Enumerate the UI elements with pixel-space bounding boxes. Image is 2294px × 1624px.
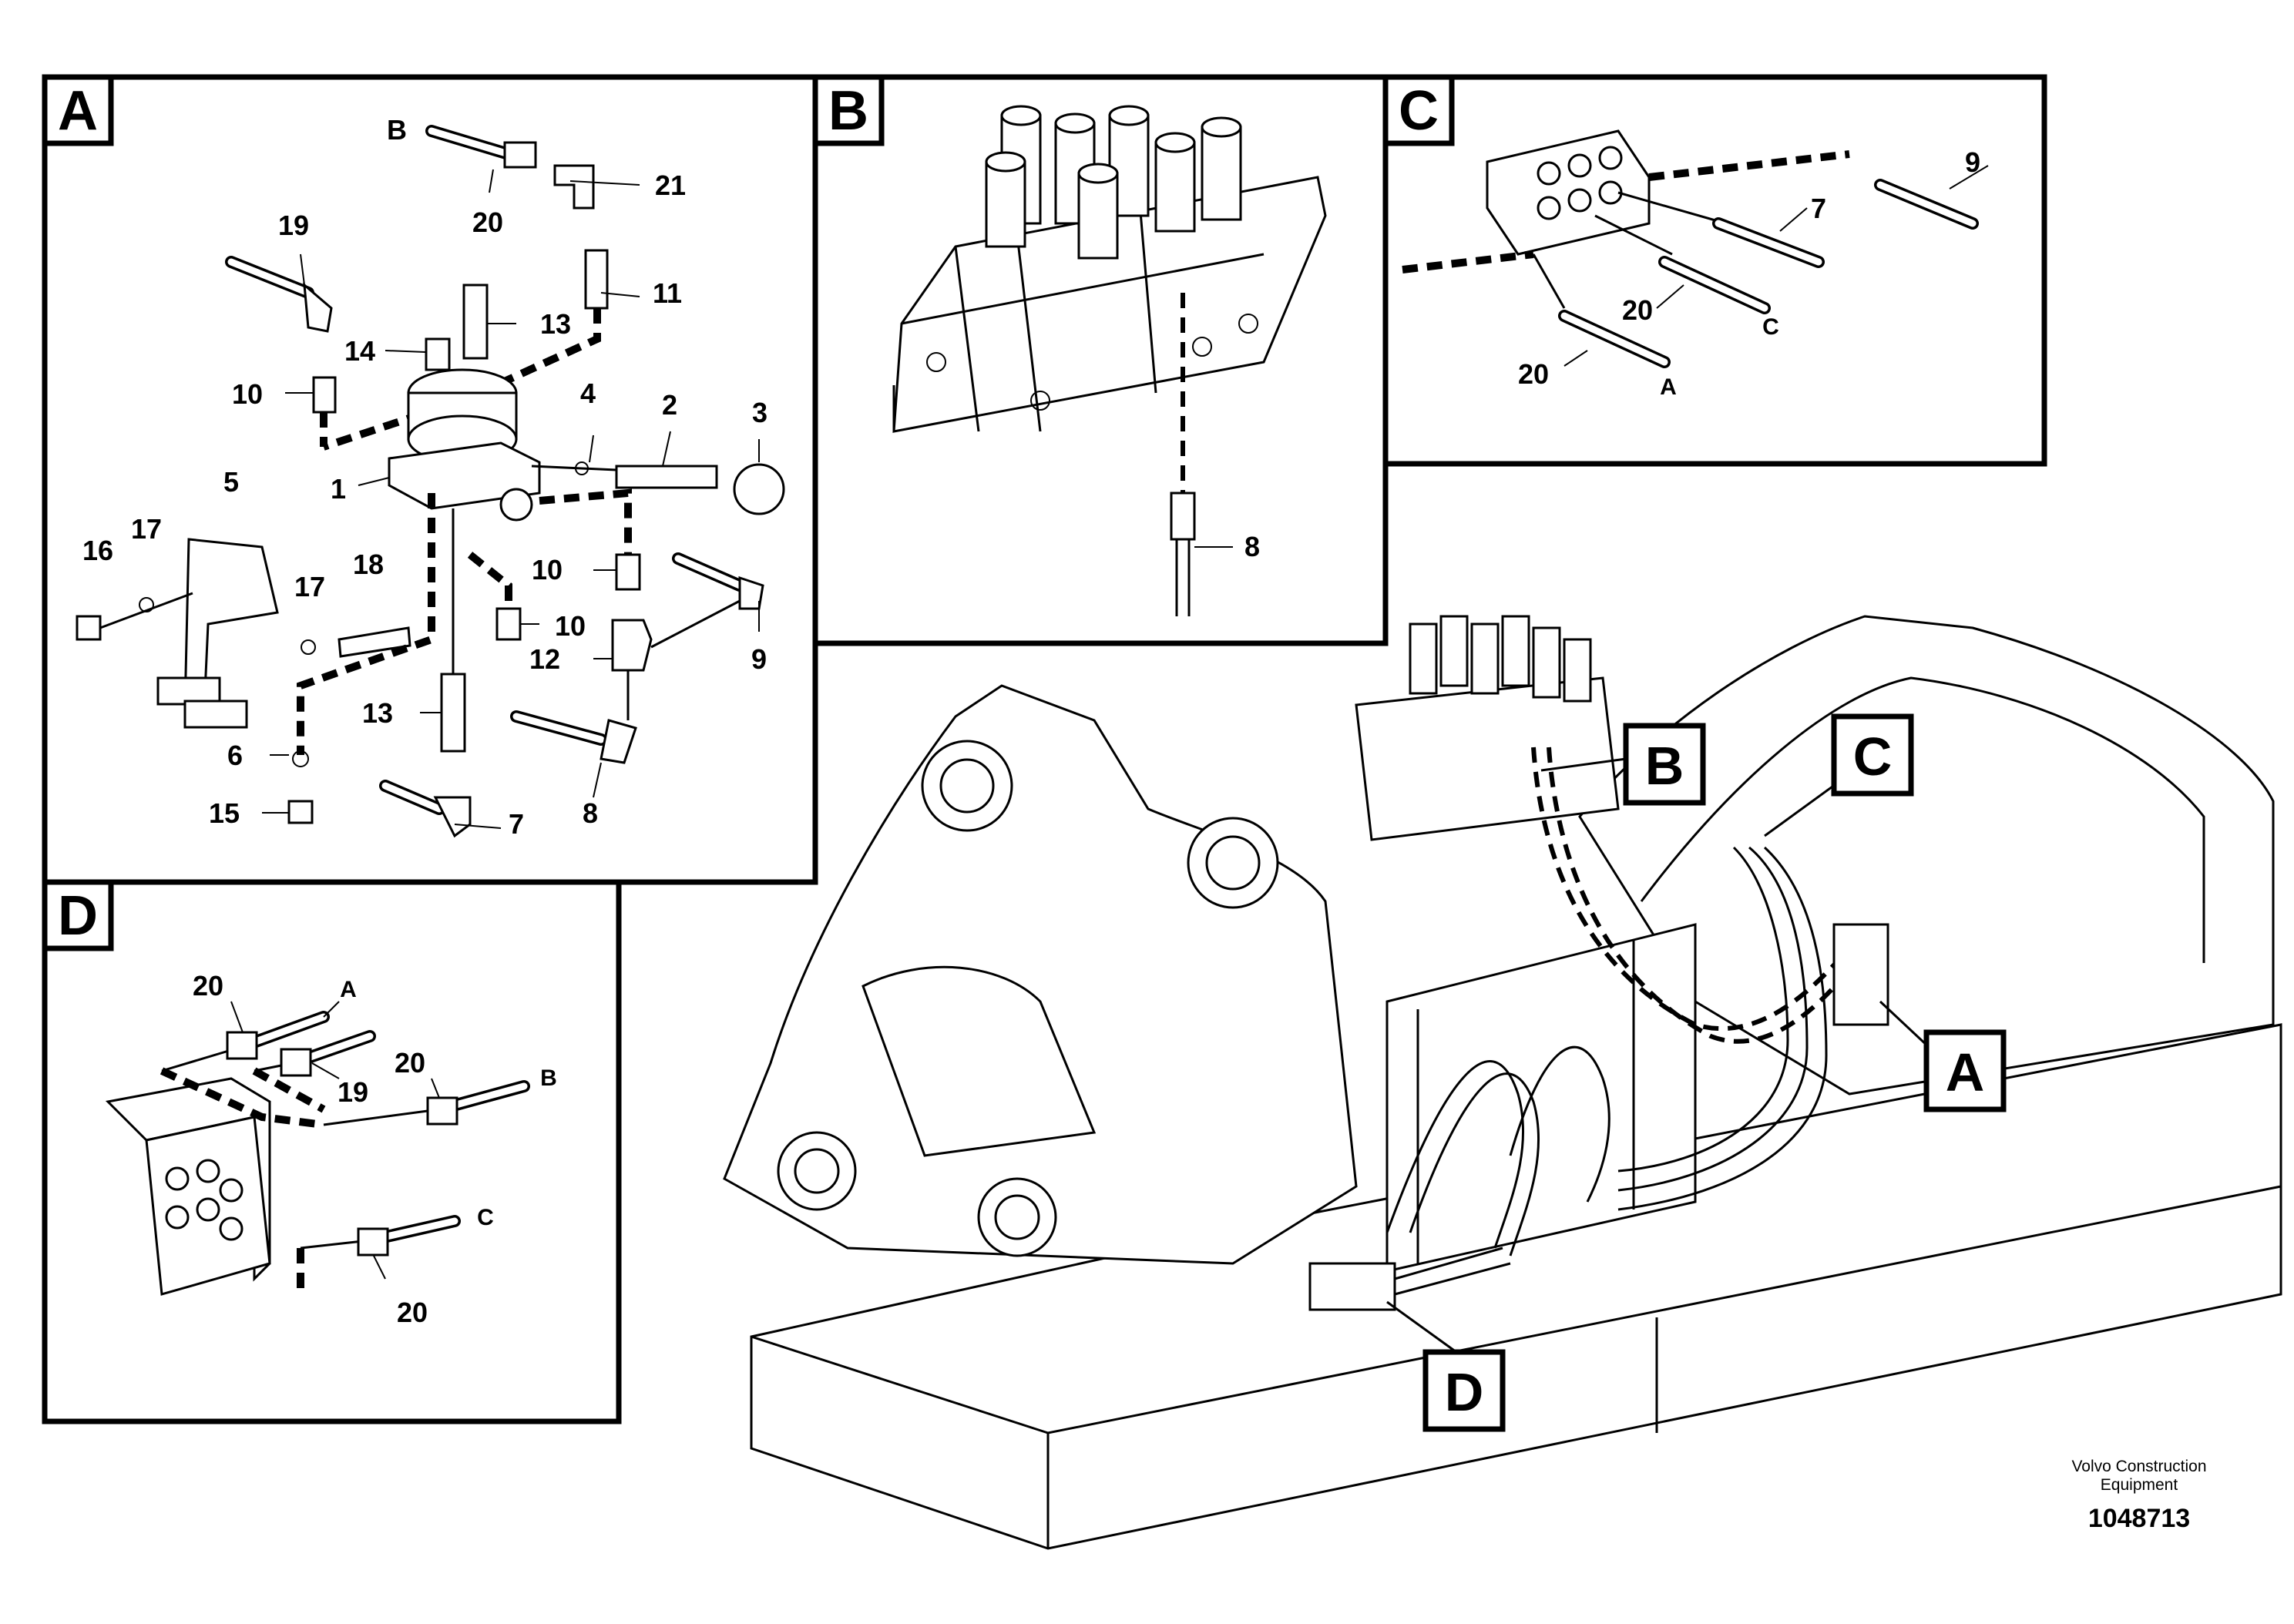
document-number: 1048713 xyxy=(2088,1504,2190,1533)
callout-label: 14 xyxy=(344,335,375,367)
callout-label: 7 xyxy=(509,808,524,840)
footer: Volvo Construction Equipment 1048713 xyxy=(2071,1458,2206,1533)
panel-letter-c: C xyxy=(1399,80,1439,142)
callout-label: 13 xyxy=(540,308,571,340)
callout-label: A xyxy=(1660,374,1677,400)
callout-label: 19 xyxy=(338,1076,368,1108)
svg-text:B: B xyxy=(1645,736,1684,796)
callout-label: 16 xyxy=(82,535,113,566)
callout-label: 15 xyxy=(209,797,240,829)
callout-label: C xyxy=(1762,314,1779,340)
overview-label-a: A xyxy=(1923,1029,2007,1112)
svg-text:A: A xyxy=(1946,1042,1985,1102)
svg-text:C: C xyxy=(1853,726,1893,787)
overview-label-d: D xyxy=(1422,1349,1506,1432)
callout-label: 10 xyxy=(232,378,263,410)
callout-label: 18 xyxy=(353,549,384,580)
callout-label: 17 xyxy=(131,513,162,545)
callout-label: 7 xyxy=(1811,193,1826,224)
callout-label: 9 xyxy=(1965,146,1980,178)
callout-label: 8 xyxy=(1244,531,1260,562)
callout-label: 6 xyxy=(227,740,243,771)
callout-label: 3 xyxy=(752,397,767,428)
callout-label: 20 xyxy=(193,970,223,1002)
callout-label: 8 xyxy=(583,797,598,829)
detail-panel-a: A xyxy=(42,74,818,885)
svg-text:D: D xyxy=(1445,1362,1484,1422)
callout-label: 20 xyxy=(1622,294,1653,326)
callout-label: 9 xyxy=(751,643,767,675)
overview-label-c: C xyxy=(1831,713,1914,797)
callout-label: 20 xyxy=(395,1047,425,1079)
callout-label: C xyxy=(477,1205,494,1230)
detail-panel-c: C 9 7 20 C 20 A xyxy=(1382,74,2047,467)
callout-label: A xyxy=(340,977,357,1002)
overview-control-valve xyxy=(1355,615,1620,841)
overview-illustration xyxy=(723,615,2282,1550)
callout-label: 10 xyxy=(532,554,563,586)
detail-panel-d: D 20 A 20 19 B C 20 xyxy=(42,879,622,1424)
callout-label: 13 xyxy=(362,697,393,729)
callout-label: B xyxy=(387,114,407,146)
company-name-line2: Equipment xyxy=(2101,1476,2178,1494)
panel-a-callouts: B 21 20 19 11 13 14 10 4 2 3 1 5 16 17 1… xyxy=(82,114,767,840)
callout-label: 11 xyxy=(653,277,682,309)
callout-label: 20 xyxy=(472,206,503,238)
callout-label: 12 xyxy=(529,643,560,675)
callout-label: 20 xyxy=(1518,358,1549,390)
callout-label: B xyxy=(540,1065,557,1091)
company-name-line1: Volvo Construction xyxy=(2071,1458,2206,1475)
callout-label: 21 xyxy=(655,169,686,201)
overview-label-b: B xyxy=(1623,723,1706,806)
callout-label: 1 xyxy=(331,473,346,505)
callout-label: 2 xyxy=(662,389,677,421)
detail-panel-b: B 8 xyxy=(812,74,1389,646)
callout-label: 20 xyxy=(397,1297,428,1328)
callout-label: 5 xyxy=(223,466,239,498)
callout-label: 10 xyxy=(555,610,586,642)
callout-label: 19 xyxy=(278,210,309,241)
callout-label: 4 xyxy=(580,377,596,409)
panel-letter-a: A xyxy=(58,80,98,142)
panel-letter-d: D xyxy=(58,885,98,947)
callout-label: 17 xyxy=(294,571,325,602)
panel-letter-b: B xyxy=(828,80,868,142)
